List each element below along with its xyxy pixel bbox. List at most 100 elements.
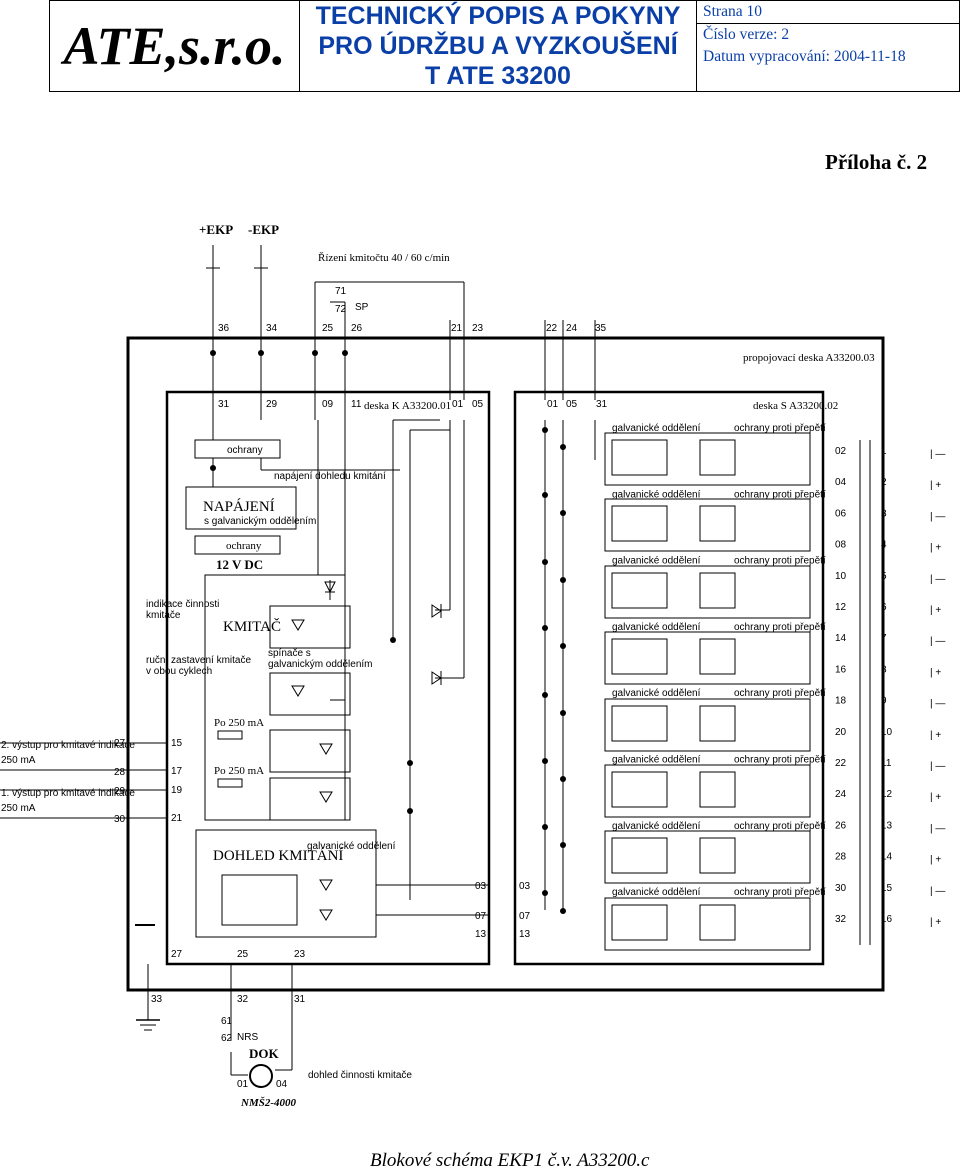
schematic-static — [0, 245, 885, 1088]
k-bottom-terminal-row: 27 25 23 — [171, 949, 306, 960]
ext-term: 7 — [881, 633, 887, 644]
s-term: 05 — [566, 399, 578, 410]
surge-label: ochrany proti přepětí — [734, 622, 826, 633]
top-term: 25 — [322, 323, 334, 334]
page-number: Strana 10 — [697, 1, 959, 24]
s-out-term: 26 — [835, 820, 847, 831]
board-k-label: deska K A33200.01 — [364, 400, 451, 412]
s-module-labels: galvanické oddělení ochrany proti přepětí… — [612, 423, 826, 898]
board-s-label: deska S A33200.02 — [753, 400, 838, 412]
k-terminal-row: 31 29 09 11 01 05 — [218, 399, 484, 410]
left-term: 28 — [114, 767, 126, 778]
rucni-label: ruční zastavení kmitače — [146, 655, 251, 666]
output-1-label: 1. výstup pro kmitavé indikace — [1, 788, 135, 799]
connect-board-frame — [126, 336, 885, 992]
galv-label: galvanické oddělení — [612, 755, 701, 766]
ext-term: 15 — [881, 883, 893, 894]
minus-symbol: | — — [930, 761, 945, 772]
napajeni-label: NAPÁJENÍ — [203, 498, 275, 515]
title-line-3: T ATE 33200 — [425, 62, 571, 90]
v12-label: 12 V DC — [216, 557, 263, 572]
bottom-term: 31 — [294, 994, 306, 1005]
k-term: 29 — [266, 399, 278, 410]
kb-term: 23 — [294, 949, 306, 960]
ext-term: 5 — [881, 571, 887, 582]
s-out-term: 22 — [835, 758, 847, 769]
mid-terminal-col-a: 03 07 13 — [475, 881, 487, 940]
s-out-term: 06 — [835, 508, 847, 519]
schematic-dots — [210, 350, 566, 914]
napajeni-dohledu-label: napájení dohledu kmitání — [274, 471, 386, 482]
opto-1 — [269, 605, 351, 649]
s-out-term: 08 — [835, 540, 847, 551]
sp-label: SP — [355, 302, 369, 313]
opto-4 — [269, 777, 351, 821]
ext-term: 13 — [881, 820, 893, 831]
top-term: 35 — [595, 323, 607, 334]
k-term: 01 — [452, 399, 464, 410]
napajeni-sub-label: s galvanickým oddělením — [204, 516, 316, 527]
surge-label: ochrany proti přepětí — [734, 489, 826, 500]
dok-label: DOK — [249, 1046, 280, 1061]
dok-term-2: 04 — [276, 1079, 288, 1090]
minus-symbol: | — — [930, 823, 945, 834]
s-terminal-row: 01 05 31 — [547, 399, 608, 410]
ext-term: 6 — [881, 602, 887, 613]
top-terminal-row: 36 34 25 26 21 23 22 24 35 — [218, 323, 607, 334]
ochrany-box-2 — [194, 535, 281, 555]
dohled-box — [195, 829, 377, 938]
mid-term: 13 — [519, 929, 531, 940]
dok-term-1: 01 — [237, 1079, 249, 1090]
top-term: 21 — [451, 323, 463, 334]
s-modules — [604, 432, 811, 951]
title-line-2: PRO ÚDRŽBU A VYZKOUŠENÍ — [318, 32, 678, 60]
s-out-term: 32 — [835, 914, 847, 925]
opto-3 — [269, 729, 351, 773]
fuse-1-label: Po 250 mA — [214, 717, 264, 729]
minus-symbol: | — — [930, 511, 945, 522]
company-logo: ATE,s.r.o. — [50, 1, 300, 91]
galv-label: galvanické oddělení — [612, 556, 701, 567]
power-minus-label: -EKP — [248, 222, 279, 237]
top-term: 36 — [218, 323, 230, 334]
k-input-terminal-col: 15 17 19 21 — [171, 738, 183, 824]
output-2-label: 2. výstup pro kmitavé indikace — [1, 740, 135, 751]
left-term: 30 — [114, 814, 126, 825]
ext-term: 16 — [881, 914, 893, 925]
ext-term: 8 — [881, 664, 887, 675]
fuse-2 — [217, 778, 243, 788]
plus-symbol: | + — [930, 480, 941, 491]
board-k-frame — [165, 390, 491, 966]
plus-symbol: | + — [930, 543, 941, 554]
appendix-label: Příloha č. 2 — [825, 150, 928, 174]
kb-term: 25 — [237, 949, 249, 960]
kb-term: 27 — [171, 949, 183, 960]
plus-symbol: | + — [930, 855, 941, 866]
ochrany-label-1: ochrany — [227, 445, 263, 456]
minus-symbol: | — — [930, 636, 945, 647]
dohled-cinnosti-label: dohled činnosti kmitače — [308, 1070, 412, 1081]
dohled-galv-label: galvanické oddělení — [307, 841, 396, 852]
spinace-label-2: galvanickým oddělením — [268, 659, 373, 670]
minus-symbol: | — — [930, 449, 945, 460]
s-out-term: 10 — [835, 571, 847, 582]
left-term: 29 — [114, 786, 126, 797]
galv-label: galvanické oddělení — [612, 622, 701, 633]
s-out-term: 28 — [835, 852, 847, 863]
kin-term: 21 — [171, 813, 183, 824]
s-term: 31 — [596, 399, 608, 410]
fuse-2-label: Po 250 mA — [214, 765, 264, 777]
top-term: 34 — [266, 323, 278, 334]
term-61: 61 — [221, 1016, 233, 1027]
plus-symbol: | + — [930, 792, 941, 803]
opto-2 — [269, 672, 351, 716]
surge-label: ochrany proti přepětí — [734, 821, 826, 832]
s-out-term: 20 — [835, 727, 847, 738]
term-72: 72 — [335, 304, 347, 315]
term-71: 71 — [335, 286, 347, 297]
document-header: ATE,s.r.o. TECHNICKÝ POPIS A POKYNY PRO … — [49, 0, 960, 92]
s-out-term: 30 — [835, 883, 847, 894]
k-term: 05 — [472, 399, 484, 410]
mid-term: 03 — [475, 881, 487, 892]
